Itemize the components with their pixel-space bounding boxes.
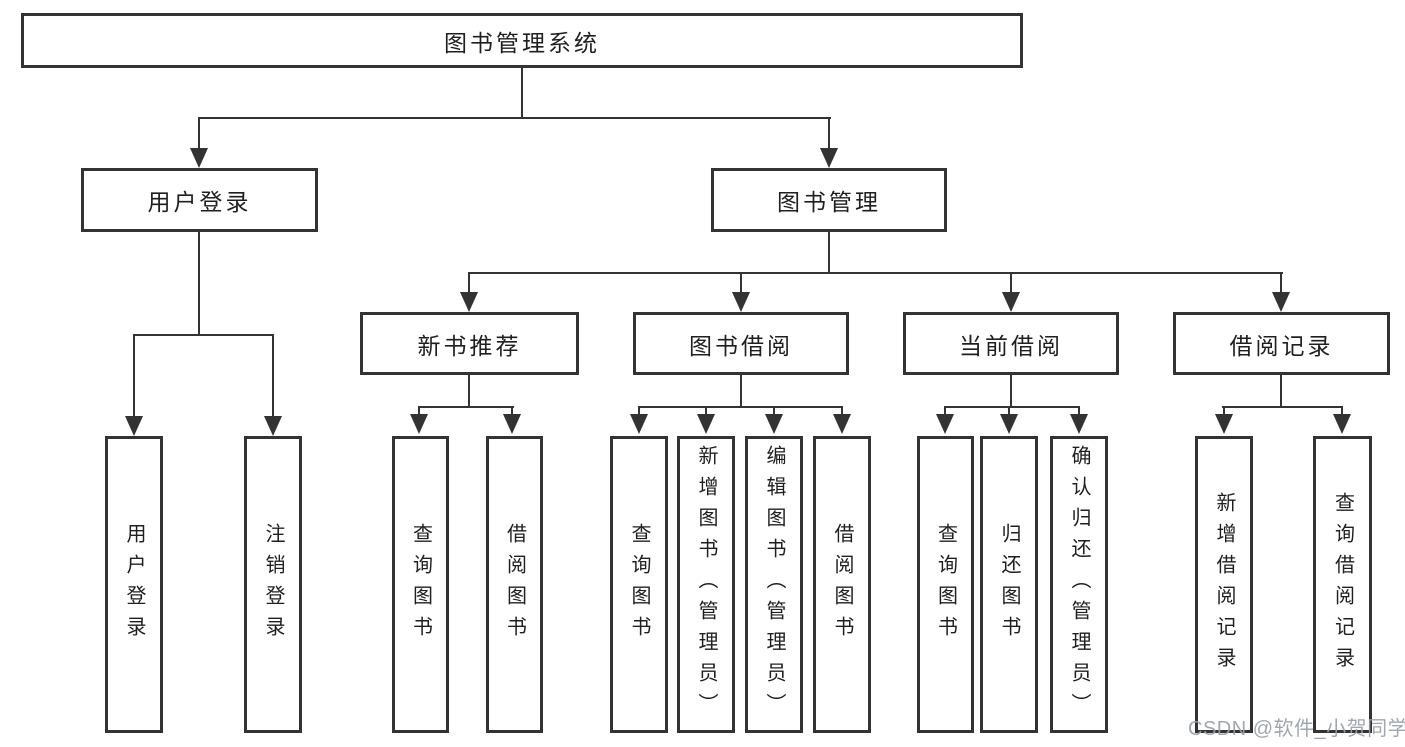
node-leaf-nbr-query-books: 查询图书	[392, 436, 449, 733]
connector-leaf-stem	[272, 334, 274, 416]
connector-leaf-stem	[133, 334, 135, 416]
node-leaf-bb-borrow-books: 借阅图书	[813, 436, 871, 733]
arrow-down-icon	[1002, 292, 1020, 312]
connector-br-down	[1280, 375, 1282, 407]
connector-leaf-stem	[1341, 406, 1343, 416]
leaf-label: 新增图书（管理员）	[695, 445, 717, 724]
connector-userlogin-bar	[133, 334, 274, 336]
leaf-label: 查询图书	[409, 522, 432, 647]
arrow-down-icon	[833, 414, 851, 434]
connector-leaf-stem	[418, 406, 420, 416]
node-book-borrow: 图书借阅	[633, 312, 849, 375]
arrow-down-icon	[1272, 292, 1290, 312]
connector-nbr-down	[468, 375, 470, 407]
node-root: 图书管理系统	[21, 13, 1023, 68]
arrow-down-icon	[190, 148, 208, 168]
arrow-down-icon	[820, 148, 838, 168]
connector-nbr-bar	[418, 406, 514, 408]
arrow-down-icon	[1215, 414, 1233, 434]
arrow-down-icon	[936, 414, 954, 434]
leaf-label: 借阅图书	[503, 522, 526, 647]
connector-root-stem	[521, 68, 523, 117]
connector-userlogin-stem	[198, 117, 200, 148]
connector-cb-bar	[944, 406, 1079, 408]
arrow-down-icon	[732, 292, 750, 312]
connector-leaf-stem	[638, 406, 640, 416]
connector-level2-bar	[198, 117, 831, 119]
connector-level3-stem	[1010, 272, 1012, 292]
connector-bookmgmt-down	[828, 232, 830, 273]
connector-bb-bar	[638, 406, 843, 408]
connector-leaf-stem	[705, 406, 707, 416]
connector-level3-stem	[740, 272, 742, 292]
leaf-label: 编辑图书（管理员）	[763, 445, 785, 724]
node-root-label: 图书管理系统	[444, 29, 600, 56]
connector-cb-down	[1010, 375, 1012, 407]
arrow-down-icon	[1070, 414, 1088, 434]
node-leaf-bb-edit-books-admin: 编辑图书（管理员）	[745, 436, 803, 733]
node-leaf-logout: 注销登录	[244, 436, 302, 733]
leaf-label: 注销登录	[262, 522, 284, 647]
connector-leaf-stem	[841, 406, 843, 416]
arrow-down-icon	[697, 414, 715, 434]
node-leaf-bb-add-books-admin: 新增图书（管理员）	[677, 436, 735, 733]
node-current-borrow-label: 当前借阅	[959, 332, 1063, 359]
leaf-label: 归还图书	[998, 522, 1020, 647]
node-borrow-record-label: 借阅记录	[1229, 332, 1334, 359]
arrow-down-icon	[765, 414, 783, 434]
leaf-label: 查询图书	[628, 522, 650, 647]
connector-level3-stem	[1280, 272, 1282, 292]
arrow-down-icon	[1333, 414, 1351, 434]
connector-br-bar	[1222, 406, 1343, 408]
node-leaf-user-login: 用户登录	[105, 436, 163, 733]
leaf-label: 查询借阅记录	[1331, 491, 1354, 678]
connector-level3-stem	[468, 272, 470, 292]
node-user-login-label: 用户登录	[147, 189, 252, 215]
node-book-borrow-label: 图书借阅	[689, 332, 793, 359]
node-new-book-rec: 新书推荐	[360, 312, 579, 375]
leaf-label: 借阅图书	[831, 522, 853, 647]
arrow-down-icon	[264, 416, 282, 436]
node-leaf-br-add-record: 新增借阅记录	[1195, 436, 1253, 733]
connector-leaf-stem	[773, 406, 775, 416]
node-leaf-cb-query-books: 查询图书	[917, 436, 974, 733]
connector-leaf-stem	[511, 406, 513, 416]
connector-bb-down	[740, 375, 742, 407]
node-book-mgmt-label: 图书管理	[777, 189, 881, 215]
node-borrow-record: 借阅记录	[1173, 312, 1390, 375]
connector-leaf-stem	[1223, 406, 1225, 416]
connector-leaf-stem	[1008, 406, 1010, 416]
connector-level3-bar	[468, 272, 1283, 274]
leaf-label: 用户登录	[123, 522, 145, 647]
node-new-book-rec-label: 新书推荐	[417, 332, 522, 359]
connector-leaf-stem	[1078, 406, 1080, 416]
node-leaf-cb-confirm-return-admin: 确认归还（管理员）	[1050, 436, 1108, 733]
node-current-borrow: 当前借阅	[903, 312, 1119, 375]
arrow-down-icon	[125, 416, 143, 436]
arrow-down-icon	[460, 292, 478, 312]
leaf-label: 查询图书	[934, 522, 957, 647]
connector-bookmgmt-stem	[828, 117, 830, 148]
leaf-label: 确认归还（管理员）	[1068, 445, 1090, 724]
arrow-down-icon	[503, 414, 521, 434]
arrow-down-icon	[410, 414, 428, 434]
csdn-watermark: CSDN @软件_小贺同学	[1188, 718, 1405, 740]
node-leaf-cb-return-books: 归还图书	[980, 436, 1038, 733]
arrow-down-icon	[1000, 414, 1018, 434]
node-book-mgmt: 图书管理	[711, 168, 947, 232]
node-leaf-bb-query-books: 查询图书	[610, 436, 668, 733]
leaf-label: 新增借阅记录	[1213, 491, 1235, 678]
connector-userlogin-down	[198, 232, 200, 335]
connector-leaf-stem	[944, 406, 946, 416]
arrow-down-icon	[630, 414, 648, 434]
node-leaf-nbr-borrow-books: 借阅图书	[486, 436, 543, 733]
node-leaf-br-query-record: 查询借阅记录	[1313, 436, 1372, 733]
node-user-login: 用户登录	[81, 168, 318, 232]
